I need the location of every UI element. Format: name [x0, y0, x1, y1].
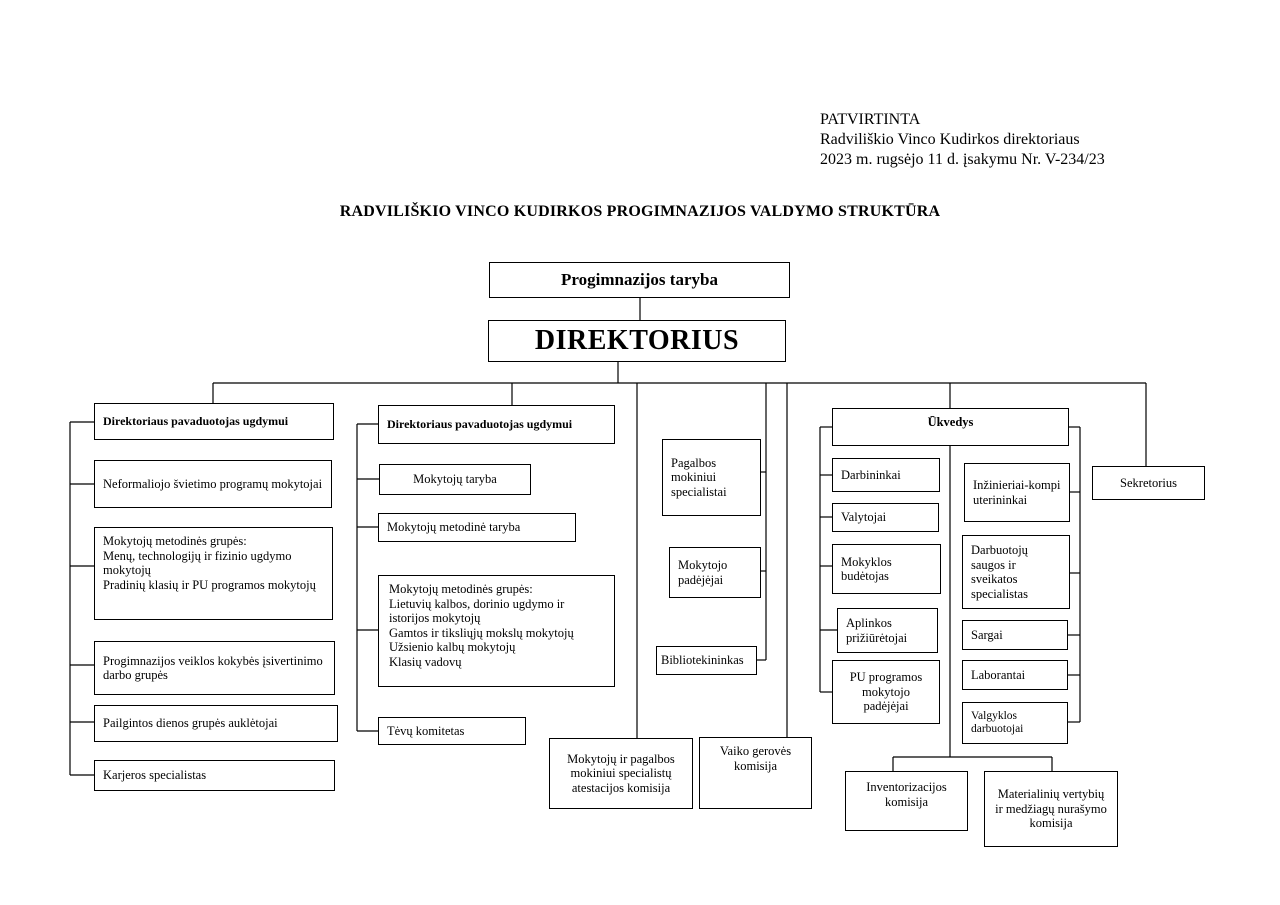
parents-committee-box: Tėvų komitetas	[378, 717, 526, 745]
inventory-commission-box: Inventorizacijos komisija	[845, 771, 968, 831]
it-engineers-box: Inžinieriai-kompiuterininkai	[964, 463, 1070, 522]
school-guards-box: Mokyklos budėtojas	[832, 544, 941, 594]
methodical-groups-2-box: Mokytojų metodinės grupės: Lietuvių kalb…	[378, 575, 615, 687]
safety-specialist-box: Darbuotojų saugos ir sveikatos specialis…	[962, 535, 1070, 609]
deputy-director-2-box: Direktoriaus pavaduotojas ugdymui	[378, 405, 615, 444]
teachers-council-box: Mokytojų taryba	[379, 464, 531, 495]
canteen-staff-box: Valgyklos darbuotojai	[962, 702, 1068, 744]
methodical-council-box: Mokytojų metodinė taryba	[378, 513, 576, 542]
pre-school-assistants-box: PU programos mokytojo padėjėjai	[832, 660, 940, 724]
writeoff-commission-box: Materialinių vertybių ir medžiagų nurašy…	[984, 771, 1118, 847]
facilities-manager-box: Ūkvedys	[832, 408, 1069, 446]
quality-assessment-group-box: Progimnazijos veiklos kokybės įsivertini…	[94, 641, 335, 695]
teacher-assistants-box: Mokytojo padėjėjai	[669, 547, 761, 598]
watchmen-box: Sargai	[962, 620, 1068, 650]
student-support-specialists-box: Pagalbos mokiniui specialistai	[662, 439, 761, 516]
approval-line-2: Radviliškio Vinco Kudirkos direktoriaus	[820, 131, 1080, 148]
grounds-keepers-box: Aplinkos prižiūrėtojai	[837, 608, 938, 653]
extended-day-educators-box: Pailgintos dienos grupės auklėtojai	[94, 705, 338, 742]
career-specialist-box: Karjeros specialistas	[94, 760, 335, 791]
child-welfare-commission-box: Vaiko gerovės komisija	[699, 737, 812, 809]
deputy-director-1-box: Direktoriaus pavaduotojas ugdymui	[94, 403, 334, 440]
attestation-commission-box: Mokytojų ir pagalbos mokiniui specialist…	[549, 738, 693, 809]
methodical-groups-1-box: Mokytojų metodinės grupės: Menų, technol…	[94, 527, 333, 620]
laboratory-assistants-box: Laborantai	[962, 660, 1068, 690]
approval-stamp: PATVIRTINTA Radviliškio Vinco Kudirkos d…	[820, 110, 1105, 170]
approval-line-3: 2023 m. rugsėjo 11 d. įsakymu Nr. V-234/…	[820, 151, 1105, 168]
document-title: RADVILIŠKIO VINCO KUDIRKOS PROGIMNAZIJOS…	[339, 203, 941, 220]
secretary-box: Sekretorius	[1092, 466, 1205, 500]
director-box: DIREKTORIUS	[488, 320, 786, 362]
school-council-box: Progimnazijos taryba	[489, 262, 790, 298]
nonformal-teachers-box: Neformaliojo švietimo programų mokytojai	[94, 460, 332, 508]
cleaners-box: Valytojai	[832, 503, 939, 532]
approval-line-1: PATVIRTINTA	[820, 111, 921, 128]
librarian-box: Bibliotekininkas	[656, 646, 757, 675]
workers-box: Darbininkai	[832, 458, 940, 492]
